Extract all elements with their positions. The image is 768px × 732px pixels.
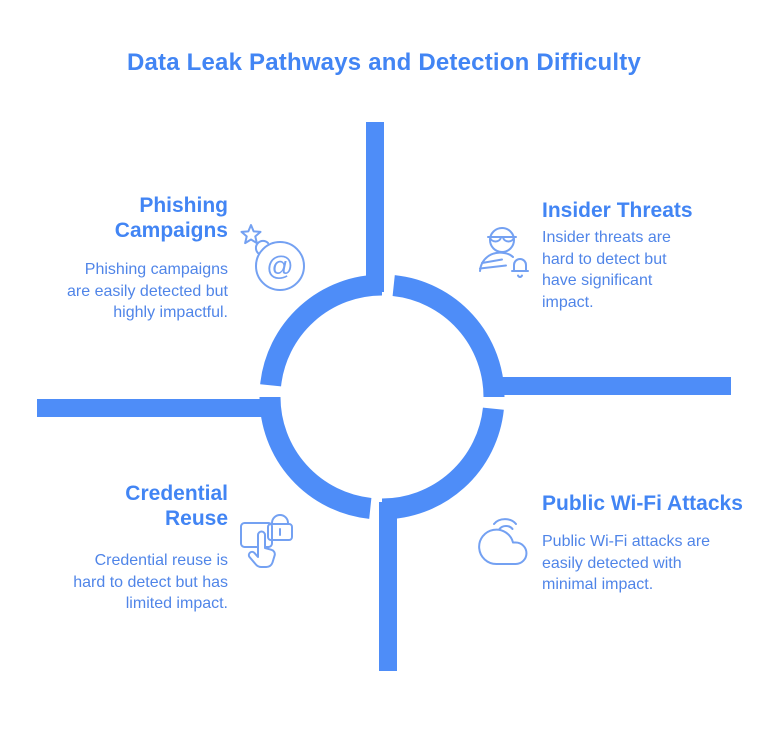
wifi-heading: Public Wi-Fi Attacks <box>542 492 743 515</box>
quadrant-credential-reuse: Credential Reuse Credential reuse is har… <box>3 481 228 615</box>
ring-arc-bottom-right <box>381 407 504 520</box>
insider-heading: Insider Threats <box>542 199 693 222</box>
ring-arc-top-left <box>260 274 383 387</box>
phishing-heading: Phishing Campaigns <box>114 194 228 242</box>
ring-arc-bottom-left <box>259 396 372 519</box>
credential-tap-lock-icon <box>238 510 296 570</box>
insider-body: Insider threats are hard to detect but h… <box>542 229 671 311</box>
quadrant-phishing-campaigns: Phishing Campaigns Phishing campaigns ar… <box>13 193 228 324</box>
phishing-bomb-at-icon: @ <box>238 222 306 292</box>
insider-spy-bell-icon <box>476 224 532 282</box>
public-wifi-cloud-icon <box>476 512 534 566</box>
ring-arc-top-right <box>392 275 505 398</box>
quadrant-insider-threats: Insider Threats Insider threats are hard… <box>542 198 732 313</box>
wifi-body: Public Wi-Fi attacks are easily detected… <box>542 533 711 593</box>
phishing-body: Phishing campaigns are easily detected b… <box>67 261 228 321</box>
credential-body: Credential reuse is hard to detect but h… <box>73 552 228 612</box>
quadrant-public-wifi-attacks: Public Wi-Fi Attacks Public Wi-Fi attack… <box>542 491 757 596</box>
svg-text:@: @ <box>266 251 293 281</box>
page-title: Data Leak Pathways and Detection Difficu… <box>126 49 642 76</box>
credential-heading: Credential Reuse <box>125 482 228 530</box>
